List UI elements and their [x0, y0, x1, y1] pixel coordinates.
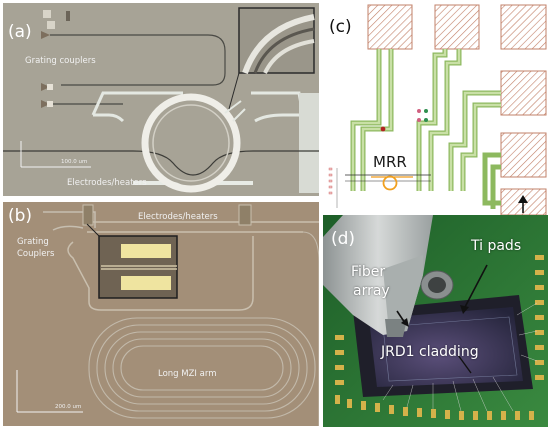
- zoom-leader-b: [86, 223, 100, 237]
- electrode-pad: [238, 204, 252, 226]
- scale-bar-label-b: 200.0 um: [55, 404, 82, 410]
- ti-pads-arrow-d: [460, 264, 488, 314]
- fiber-array-tip: [385, 319, 407, 337]
- electrodes-heaters-label-b: Electrodes/heaters: [138, 212, 218, 222]
- bond-pad: [500, 4, 547, 50]
- inset-electrode-top: [121, 244, 171, 258]
- alignment-marker: [47, 21, 55, 29]
- micro-ring-inner: [152, 104, 230, 182]
- mzi-routing: [67, 236, 254, 311]
- fiber-array-label-line1: Fiber: [351, 264, 386, 280]
- grating-couplers-label-b-line1: Grating: [17, 237, 49, 247]
- panel-d-label: (d): [331, 229, 356, 249]
- electrode-trace: [254, 113, 303, 123]
- metal-traces-inner: [351, 49, 501, 191]
- jrd1-cladding-edge: [382, 316, 518, 382]
- zoom-inset-arc: [253, 27, 315, 74]
- panel-b-micrograph: [3, 202, 319, 426]
- panel-b: (b) Electrodes/heaters Grating Couplers …: [3, 202, 319, 426]
- alignment-marker: [43, 10, 51, 18]
- panel-a-label: (a): [8, 22, 32, 42]
- electrodes-heaters-label-a: Electrodes/heaters: [67, 178, 147, 188]
- panel-d-photo: [323, 215, 548, 427]
- via-marker: [417, 109, 421, 113]
- ti-pads-label: Ti pads: [471, 238, 522, 254]
- electrode-trace: [93, 113, 125, 123]
- panel-b-label: (b): [8, 206, 33, 226]
- bond-pad: [367, 4, 413, 50]
- via-marker: [424, 109, 428, 113]
- waveguide-loop: [50, 34, 226, 86]
- grating-coupler-array: [328, 167, 333, 195]
- bond-pad: [434, 4, 480, 50]
- fiber-array-block: [383, 255, 423, 333]
- panel-a: (a) Grating couplers 100.0 um Electrodes…: [3, 3, 319, 196]
- zoom-leader: [228, 72, 240, 110]
- long-mzi-arm-label: Long MZI arm: [158, 369, 217, 379]
- jrd1-cladding-label: JRD1 cladding: [381, 344, 479, 360]
- ti-pads-arrow-head: [518, 195, 528, 203]
- alignment-marker: [66, 11, 70, 21]
- fiber-array-arrow: [396, 310, 409, 327]
- panel-c-layout: [323, 3, 548, 215]
- bond-pad: [500, 132, 547, 178]
- electrode-pad: [82, 204, 94, 226]
- inset-electrode-bottom: [121, 276, 171, 290]
- grating-couplers-label-a: Grating couplers: [25, 56, 96, 66]
- screw-head-socket: [428, 277, 446, 293]
- grating-coupler-marker: [47, 101, 53, 107]
- mrr-label: MRR: [373, 153, 407, 171]
- pcb-gold-pads: [335, 255, 544, 420]
- feed-waveguide: [52, 225, 84, 231]
- cladding-arrow: [457, 354, 472, 374]
- mrr-ring: [382, 175, 398, 191]
- electrode-pad-right: [299, 93, 319, 193]
- fiber-array-label-line2: array: [353, 283, 390, 299]
- panel-a-micrograph: [3, 3, 319, 196]
- grating-coupler-3: [41, 100, 50, 108]
- via-marker: [380, 126, 386, 132]
- zoom-inset-arc: [263, 39, 315, 74]
- bond-wires: [382, 302, 538, 412]
- grating-couplers-label-b-line2: Couplers: [17, 249, 55, 259]
- panel-c: (c) MRR: [323, 3, 548, 215]
- bond-pad: [500, 70, 547, 116]
- scale-bar-label-a: 100.0 um: [61, 159, 88, 165]
- via-marker: [424, 118, 428, 122]
- micro-ring-outer: [141, 93, 241, 193]
- bus-waveguide: [3, 150, 319, 176]
- zoom-inset-arc: [242, 14, 315, 75]
- grating-coupler-1: [41, 31, 50, 39]
- grating-coupler-2: [41, 83, 50, 91]
- panel-c-label: (c): [329, 17, 352, 37]
- via-marker: [417, 118, 421, 122]
- ring-contact: [224, 100, 246, 122]
- mzi-spiral: [88, 317, 316, 419]
- grating-coupler-marker: [47, 84, 53, 90]
- panel-d: (d) Fiber array Ti pads JRD1 cladding: [323, 215, 548, 427]
